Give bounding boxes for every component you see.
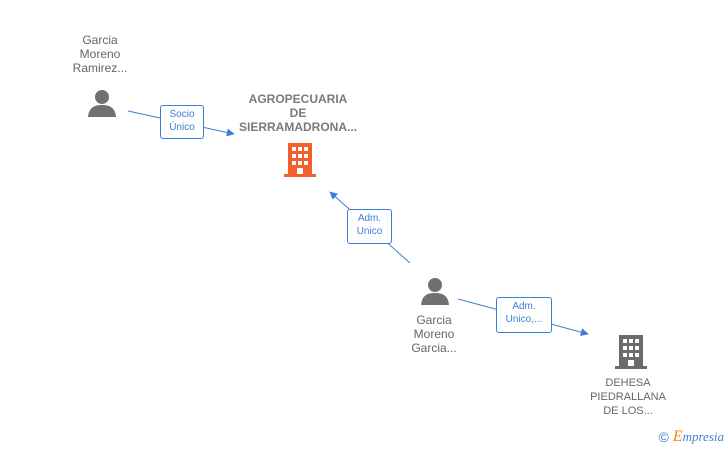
company-main-label[interactable]: AGROPECUARIA DE SIERRAMADRONA... <box>224 92 372 134</box>
company-main-line-3: SIERRAMADRONA... <box>238 120 357 134</box>
person-ramirez-line-1: Garcia <box>82 33 118 47</box>
edge-label-socio-unico-line-2: Único <box>169 122 195 133</box>
copyright-icon: © <box>658 429 669 445</box>
edge-label-adm-unico-dehesa[interactable]: Adm. Unico,... <box>496 297 552 333</box>
edge-label-socio-unico-line-1: Socio <box>169 109 195 120</box>
edge-label-adm-unico-dehesa-line-2: Unico,... <box>505 314 543 325</box>
edge-label-adm-unico-main[interactable]: Adm. Unico <box>347 209 392 244</box>
company-dehesa-line-1: DEHESA <box>605 377 651 389</box>
building-icon[interactable] <box>615 335 647 369</box>
brand-logo-initial: E <box>672 428 683 445</box>
edge-label-socio-unico[interactable]: Socio Único <box>160 105 204 139</box>
person-garcia-label[interactable]: Garcia Moreno Garcia... <box>386 313 482 355</box>
company-main-line-2: DE <box>289 106 307 120</box>
edge-label-adm-unico-main-line-2: Unico <box>356 226 383 237</box>
person-garcia-line-3: Garcia... <box>411 341 457 355</box>
person-garcia-line-2: Moreno <box>413 327 455 341</box>
building-icon[interactable] <box>284 143 316 177</box>
edge-label-adm-unico-main-line-1: Adm. <box>357 213 382 224</box>
brand-footer[interactable]: © Empresia <box>658 428 724 446</box>
brand-logo: Empresia <box>673 428 724 446</box>
company-dehesa-label[interactable]: DEHESA PIEDRALLANA DE LOS... <box>578 376 678 418</box>
edge-label-adm-unico-dehesa-line-1: Adm. <box>512 301 536 312</box>
person-ramirez-line-2: Moreno <box>79 47 121 61</box>
company-dehesa-line-2: PIEDRALLANA <box>590 391 666 403</box>
person-icon[interactable] <box>420 276 450 306</box>
person-icon[interactable] <box>87 88 117 118</box>
person-ramirez-label[interactable]: Garcia Moreno Ramirez... <box>52 33 148 75</box>
brand-logo-rest: mpresia <box>682 429 724 444</box>
person-ramirez-line-3: Ramirez... <box>72 61 128 75</box>
company-dehesa-line-3: DE LOS... <box>603 405 653 417</box>
person-garcia-line-1: Garcia <box>416 313 452 327</box>
company-main-line-1: AGROPECUARIA <box>248 92 348 106</box>
